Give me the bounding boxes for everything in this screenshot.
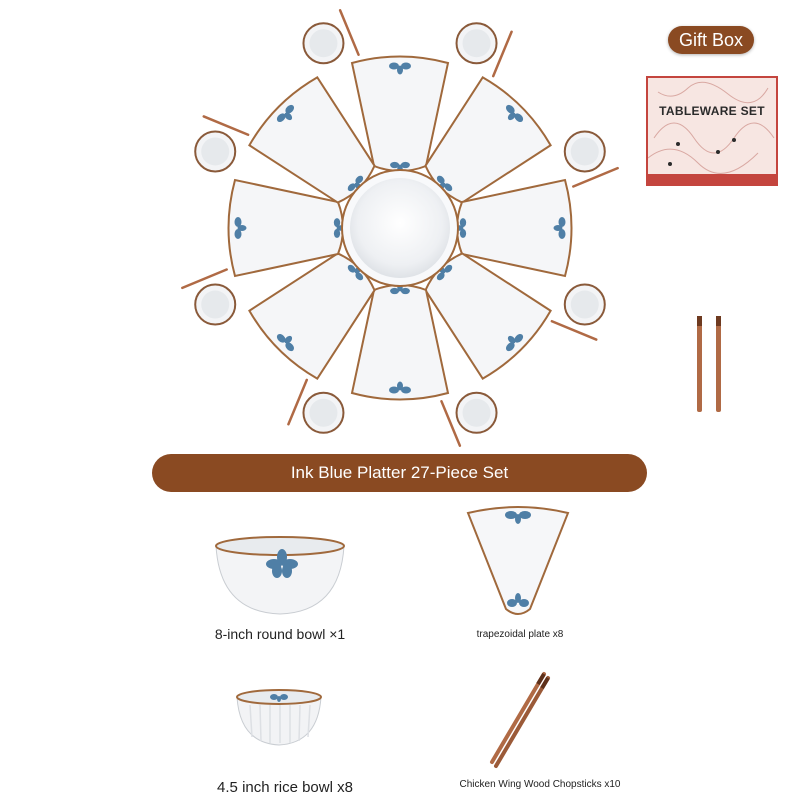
gift-box-pattern bbox=[648, 81, 775, 174]
small-rice-bowl bbox=[194, 130, 237, 173]
round-bowl-image bbox=[215, 536, 345, 615]
trapezoidal-plate bbox=[424, 252, 552, 380]
chopsticks-image bbox=[490, 672, 550, 768]
chopsticks-caption: Chicken Wing Wood Chopsticks x10 bbox=[459, 779, 621, 790]
center-bowl bbox=[341, 169, 459, 287]
flower-icon bbox=[389, 62, 411, 75]
flower-icon bbox=[347, 175, 364, 192]
gift-box-title: TABLEWARE SET bbox=[659, 104, 765, 118]
trapezoidal-plate bbox=[455, 178, 573, 278]
trapezoidal-plate-image bbox=[466, 506, 570, 615]
chopstick bbox=[181, 268, 228, 290]
trapezoidal-plate bbox=[424, 76, 552, 204]
flower-icon bbox=[270, 694, 288, 702]
flower-icon bbox=[276, 104, 295, 123]
flower-icon bbox=[276, 333, 295, 352]
flower-icon bbox=[507, 593, 529, 607]
small-rice-bowl bbox=[563, 283, 606, 326]
trapezoidal-plate-caption: trapezoidal plate x8 bbox=[476, 629, 564, 640]
flower-icon bbox=[333, 218, 345, 238]
gift-box-image: TABLEWARE SET bbox=[646, 76, 778, 186]
trapezoidal-plate bbox=[248, 252, 376, 380]
chopstick bbox=[338, 9, 360, 56]
small-rice-bowl bbox=[455, 391, 498, 434]
platter-arrangement-illustration bbox=[181, 9, 721, 447]
small-rice-bowl bbox=[563, 130, 606, 173]
chopstick bbox=[287, 378, 309, 426]
rice-bowls-ring bbox=[194, 22, 606, 434]
chopstick bbox=[202, 115, 250, 137]
round-bowl-caption: 8-inch round bowl ×1 bbox=[214, 626, 346, 642]
flower-icon bbox=[389, 381, 411, 394]
gift-box-badge-label: Gift Box bbox=[678, 30, 744, 50]
small-rice-bowl bbox=[302, 22, 345, 65]
small-rice-bowl bbox=[302, 391, 345, 434]
flower-icon bbox=[505, 511, 531, 524]
flower-icon bbox=[505, 104, 524, 123]
flower-icon bbox=[234, 217, 247, 239]
flower-icon bbox=[505, 333, 524, 352]
gift-box-badge: Gift Box bbox=[668, 26, 754, 54]
chopstick bbox=[572, 166, 619, 188]
rice-bowl-caption: 4.5 inch rice bowl x8 bbox=[217, 779, 353, 796]
gift-box-strip bbox=[648, 174, 776, 184]
trapezoidal-plate bbox=[227, 178, 345, 278]
rice-bowl-image bbox=[236, 689, 322, 746]
set-title-text: Ink Blue Platter 27-Piece Set bbox=[290, 463, 509, 482]
set-title-banner: Ink Blue Platter 27-Piece Set bbox=[152, 454, 647, 492]
chopsticks-ring bbox=[181, 9, 619, 447]
small-rice-bowl bbox=[455, 22, 498, 65]
chopstick bbox=[550, 319, 598, 341]
trapezoidal-plate bbox=[248, 76, 376, 204]
flower-icon bbox=[266, 549, 298, 578]
chopstick bbox=[491, 30, 513, 78]
trapezoidal-plates-ring bbox=[227, 55, 573, 401]
standing-chopsticks bbox=[697, 316, 721, 412]
flower-icon bbox=[436, 175, 453, 192]
chopstick bbox=[440, 400, 462, 447]
flower-icon bbox=[553, 217, 566, 239]
small-rice-bowl bbox=[194, 283, 237, 326]
